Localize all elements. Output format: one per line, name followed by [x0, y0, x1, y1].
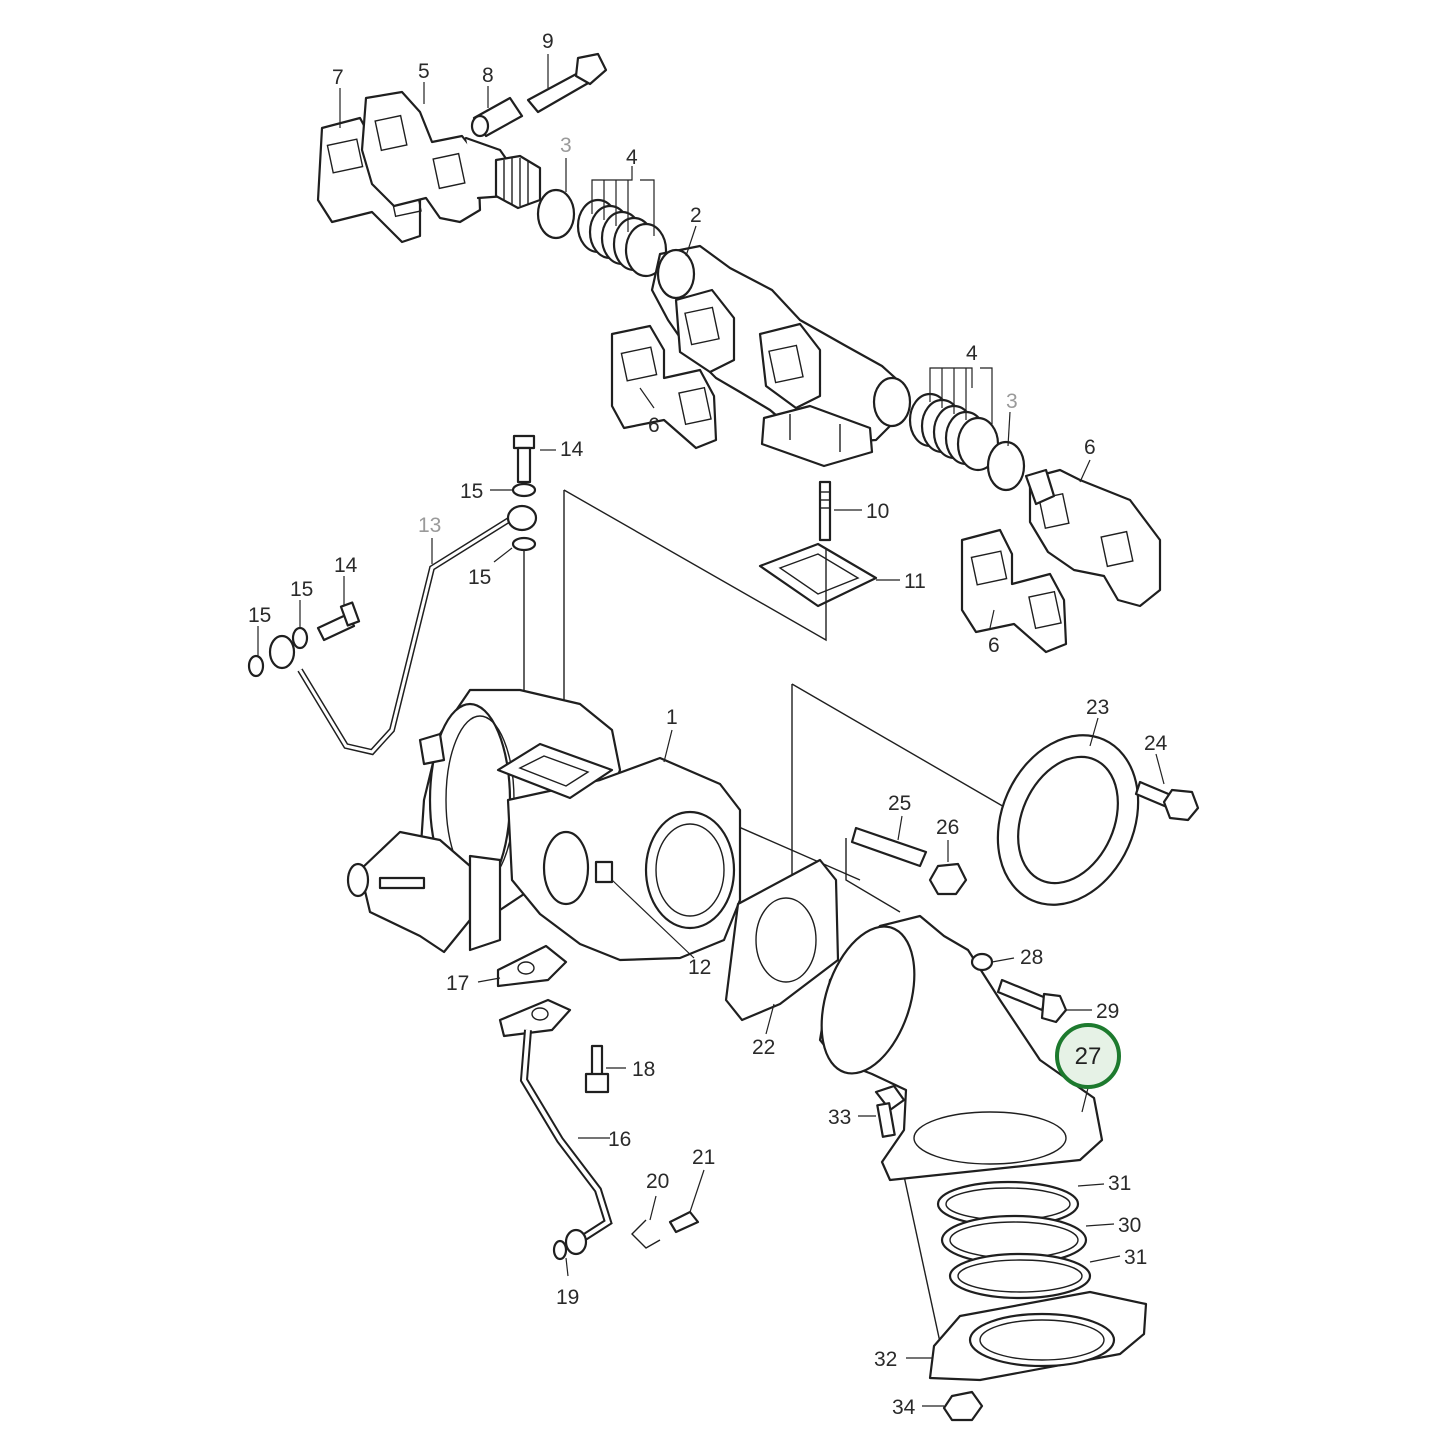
nut-34[interactable] [942, 1390, 984, 1422]
flange-32[interactable] [928, 1290, 1148, 1382]
o-ring-19[interactable] [552, 1228, 588, 1261]
highlighted-callout-27[interactable]: 27 [1055, 1023, 1121, 1089]
callout-12[interactable]: 12 [688, 956, 711, 979]
callout-11[interactable]: 11 [904, 570, 926, 593]
callout-24[interactable]: 24 [1144, 732, 1168, 755]
callout-10[interactable]: 10 [866, 500, 889, 523]
callout-8[interactable]: 8 [482, 64, 494, 87]
callout-22[interactable]: 22 [752, 1036, 775, 1059]
callout-17[interactable]: 17 [446, 972, 469, 995]
callout-14-top[interactable]: 14 [560, 438, 584, 461]
callout-31-lower[interactable]: 31 [1124, 1246, 1147, 1269]
oil-drain-pipe-16[interactable] [498, 998, 613, 1244]
exhaust-manifold-middle-section[interactable] [650, 244, 912, 468]
seal-ring-31-lower[interactable] [948, 1252, 1092, 1300]
bolt-18[interactable] [584, 1044, 610, 1094]
callout-25[interactable]: 25 [888, 792, 911, 815]
clip-20[interactable] [631, 1219, 661, 1249]
banjo-bolt-14-left[interactable] [316, 601, 361, 642]
gasket-22[interactable] [724, 858, 840, 1022]
sealing-washers-15-left[interactable] [247, 626, 309, 678]
callout-32[interactable]: 32 [874, 1348, 897, 1371]
callout-15-left-b[interactable]: 15 [248, 604, 271, 627]
callout-6-right[interactable]: 6 [988, 634, 1000, 657]
callout-26[interactable]: 26 [936, 816, 959, 839]
gasket-6-right[interactable] [960, 528, 1068, 654]
callout-23[interactable]: 23 [1086, 696, 1109, 719]
callout-21[interactable]: 21 [692, 1146, 715, 1169]
exhaust-manifold-rear-section[interactable] [1024, 468, 1162, 608]
stud-12[interactable] [594, 860, 614, 884]
washer-28[interactable] [970, 952, 994, 972]
piston-rings-4-top[interactable] [576, 198, 668, 278]
nut-26[interactable] [928, 862, 968, 896]
gasket-11[interactable] [758, 542, 878, 608]
banjo-bolt-14-top[interactable] [512, 434, 536, 484]
callout-15-left-a[interactable]: 15 [290, 578, 313, 601]
callout-34[interactable]: 34 [892, 1396, 916, 1419]
callout-29[interactable]: 29 [1096, 1000, 1119, 1023]
stud-25[interactable] [850, 826, 928, 868]
bolt-24[interactable] [1134, 780, 1200, 822]
callout-15-mid[interactable]: 15 [468, 566, 491, 589]
callout-28[interactable]: 28 [1020, 946, 1043, 969]
gasket-6-middle[interactable] [610, 324, 718, 450]
callout-31-upper[interactable]: 31 [1108, 1172, 1131, 1195]
callout-5-front[interactable]: 5 [418, 60, 430, 83]
callout-15-top[interactable]: 15 [460, 480, 483, 503]
turbocharger-1[interactable] [346, 688, 742, 962]
piston-rings-4-right[interactable] [908, 392, 1000, 472]
callout-5-rear[interactable]: 6 [1084, 436, 1096, 459]
callout-18[interactable]: 18 [632, 1058, 655, 1081]
exhaust-manifold-front-section[interactable] [316, 52, 608, 244]
callout-6-middle[interactable]: 6 [648, 414, 660, 437]
exhaust-elbow-27[interactable] [805, 914, 1104, 1182]
oil-feed-pipe-13[interactable] [297, 515, 514, 756]
stud-10[interactable] [818, 480, 832, 542]
flange-ring-23[interactable] [972, 713, 1164, 927]
callout-7[interactable]: 7 [332, 66, 344, 89]
callout-27: 27 [1075, 1043, 1102, 1070]
callout-13[interactable]: 13 [418, 514, 441, 537]
bolt-33[interactable] [874, 1084, 906, 1138]
callout-4-top[interactable]: 4 [626, 146, 638, 169]
callout-3-top[interactable]: 3 [560, 134, 572, 157]
bolt-29[interactable] [996, 978, 1068, 1024]
callout-1[interactable]: 1 [666, 706, 678, 729]
leader-lines [257, 54, 1165, 1407]
callout-20[interactable]: 20 [646, 1170, 669, 1193]
callout-33[interactable]: 33 [828, 1106, 851, 1129]
callout-14-left[interactable]: 14 [334, 554, 358, 577]
callout-2[interactable]: 2 [690, 204, 702, 227]
callout-9[interactable]: 9 [542, 30, 554, 53]
callout-30[interactable]: 30 [1118, 1214, 1141, 1237]
callout-3-right[interactable]: 3 [1006, 390, 1018, 413]
bolt-21[interactable] [668, 1210, 700, 1234]
ring-3-top[interactable] [536, 188, 576, 240]
callout-labels: 7 5 8 9 3 4 2 6 4 3 6 10 11 6 14 15 13 1… [248, 30, 1168, 1419]
callout-16[interactable]: 16 [608, 1128, 631, 1151]
callout-4-right[interactable]: 4 [966, 342, 978, 365]
gasket-17[interactable] [496, 944, 568, 988]
ring-3-right[interactable] [986, 440, 1026, 492]
sealing-washers-15-top[interactable] [506, 482, 538, 552]
callout-19[interactable]: 19 [556, 1286, 579, 1309]
